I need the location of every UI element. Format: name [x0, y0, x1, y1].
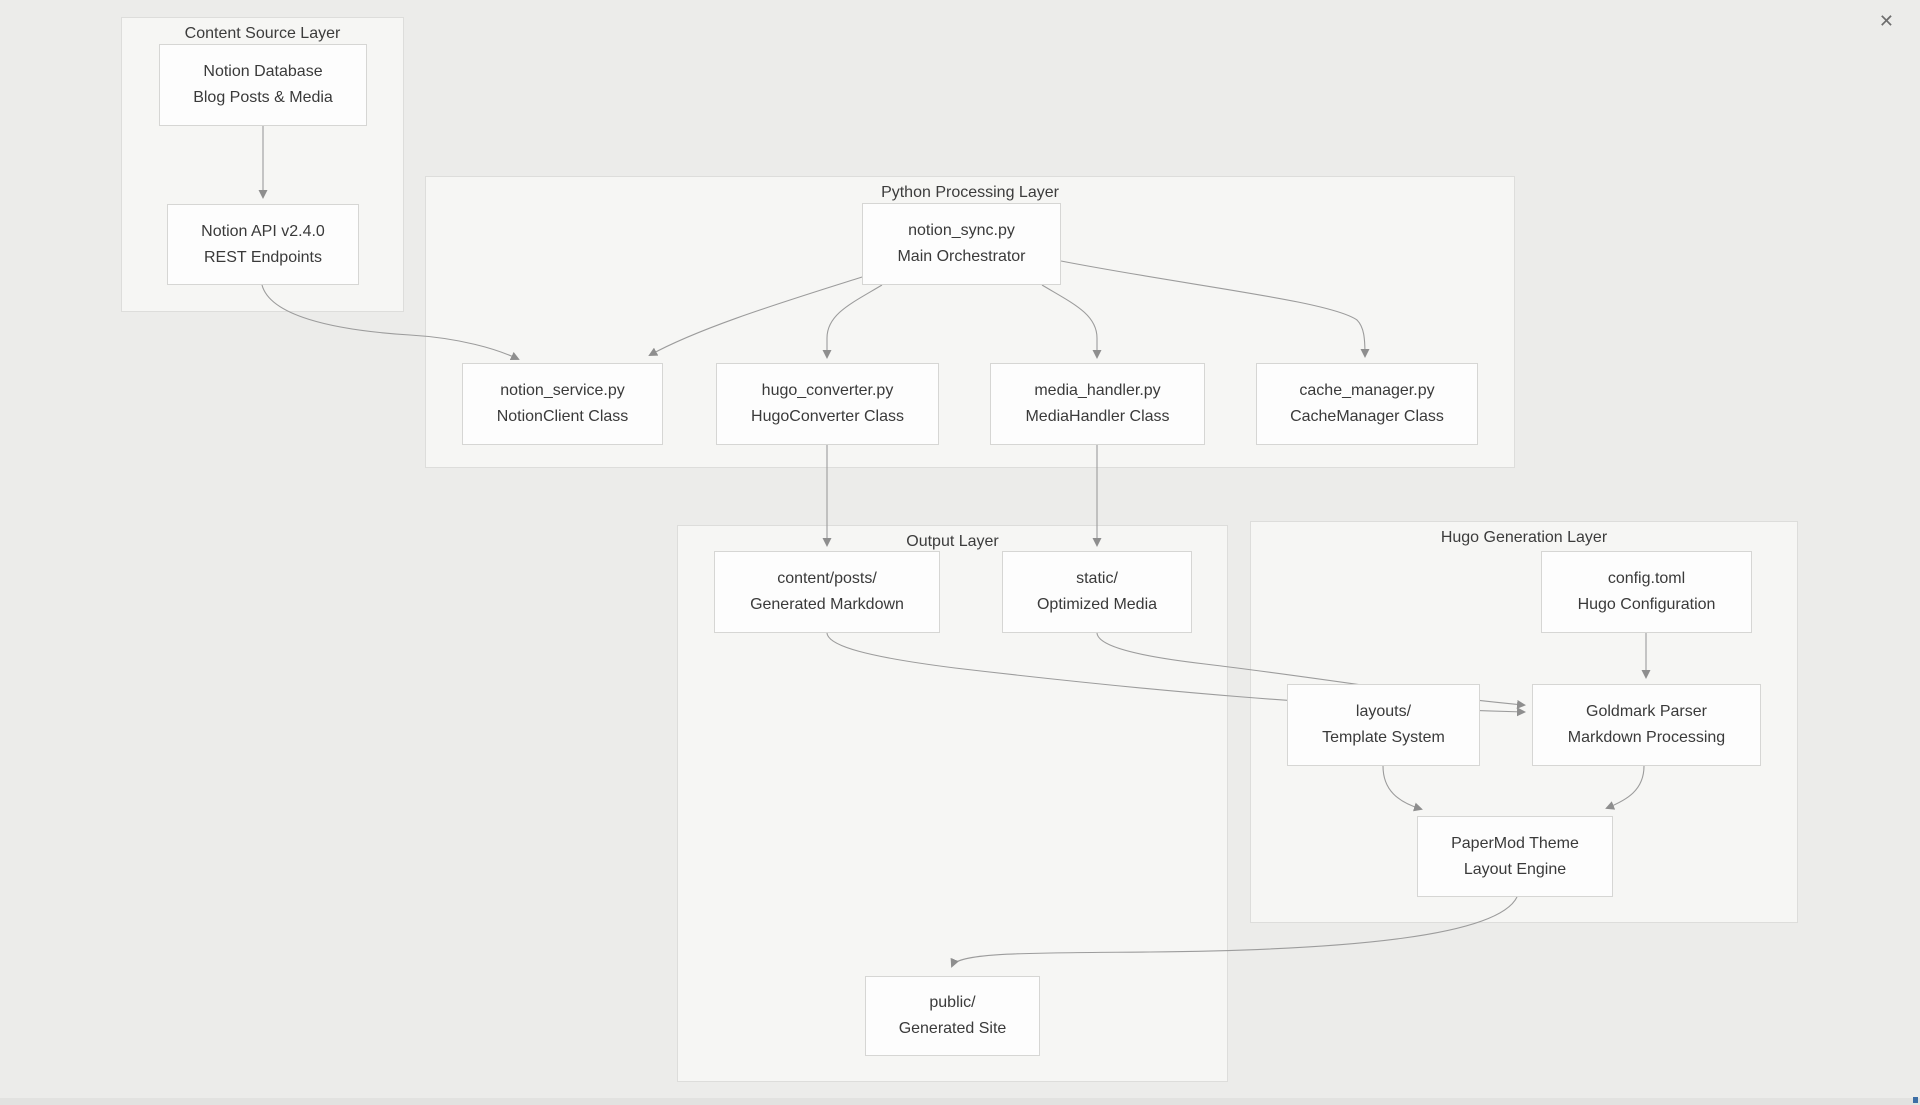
node-label-line2: Hugo Configuration — [1577, 596, 1716, 613]
node-hugo-converter: hugo_converter.py HugoConverter Class — [716, 363, 939, 445]
cluster-title: Output Layer — [906, 533, 999, 550]
node-label-line1: cache_manager.py — [1299, 382, 1435, 399]
node-cache-manager: cache_manager.py CacheManager Class — [1256, 363, 1478, 445]
node-label-line1: media_handler.py — [1034, 382, 1161, 399]
node-label-line1: hugo_converter.py — [761, 382, 894, 399]
node-label-line1: Goldmark Parser — [1586, 703, 1707, 720]
node-static: static/ Optimized Media — [1002, 551, 1192, 633]
node-goldmark: Goldmark Parser Markdown Processing — [1532, 684, 1761, 766]
node-label-line1: Notion Database — [203, 63, 323, 80]
node-label-line1: notion_service.py — [500, 382, 625, 399]
node-layouts: layouts/ Template System — [1287, 684, 1480, 766]
close-icon[interactable]: ✕ — [1878, 11, 1894, 31]
node-label-line1: content/posts/ — [777, 570, 877, 587]
node-papermod: PaperMod Theme Layout Engine — [1417, 816, 1613, 897]
node-label-line1: config.toml — [1607, 570, 1686, 587]
node-label-line2: Main Orchestrator — [897, 248, 1026, 265]
node-label-line2: Markdown Processing — [1567, 729, 1726, 746]
node-content-posts: content/posts/ Generated Markdown — [714, 551, 940, 633]
node-label-line2: NotionClient Class — [496, 408, 629, 425]
node-notion-sync: notion_sync.py Main Orchestrator — [862, 203, 1061, 285]
node-label-line2: Blog Posts & Media — [193, 89, 333, 106]
node-label-line1: public/ — [929, 994, 976, 1011]
node-config-toml: config.toml Hugo Configuration — [1541, 551, 1752, 633]
node-label-line2: Generated Markdown — [750, 596, 904, 613]
node-label-line2: MediaHandler Class — [1025, 408, 1170, 425]
node-label-line1: layouts/ — [1355, 703, 1412, 720]
cluster-title: Content Source Layer — [184, 25, 341, 42]
node-label-line2: Template System — [1322, 729, 1445, 746]
node-label-line2: CacheManager Class — [1290, 408, 1444, 425]
node-label-line1: PaperMod Theme — [1451, 834, 1579, 852]
node-label-line1: Notion API v2.4.0 — [201, 222, 325, 240]
node-label-line1: notion_sync.py — [908, 222, 1015, 239]
cluster-title: Python Processing Layer — [881, 184, 1059, 201]
corner-artifact — [1913, 1097, 1918, 1103]
node-notion-database: Notion Database Blog Posts & Media — [159, 44, 367, 126]
node-label-line1: static/ — [1076, 570, 1118, 587]
node-label-line2: Optimized Media — [1036, 596, 1158, 613]
node-notion-api: Notion API v2.4.0 REST Endpoints — [167, 204, 359, 285]
node-label-line2: HugoConverter Class — [751, 408, 904, 425]
node-public: public/ Generated Site — [865, 976, 1040, 1056]
node-media-handler: media_handler.py MediaHandler Class — [990, 363, 1205, 445]
window-bottom-edge — [0, 1098, 1920, 1105]
node-notion-service: notion_service.py NotionClient Class — [462, 363, 663, 445]
node-label-line2: Generated Site — [898, 1020, 1007, 1037]
node-label-line2: REST Endpoints — [204, 248, 322, 266]
cluster-title: Hugo Generation Layer — [1440, 529, 1608, 546]
node-label-line2: Layout Engine — [1463, 860, 1567, 878]
